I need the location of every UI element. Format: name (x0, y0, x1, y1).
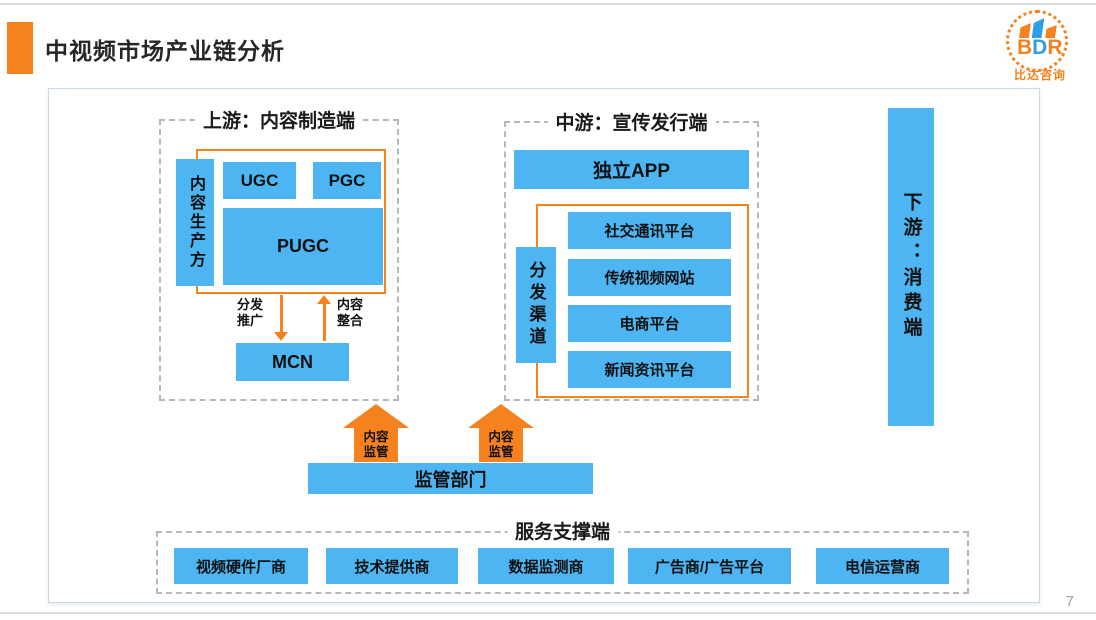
logo-dotted-ring (1006, 10, 1068, 72)
upstream-section: 上游：内容制造端 (159, 106, 399, 401)
ugc-box: UGC (223, 162, 296, 199)
downstream-box: 下游：消费端 (888, 108, 934, 426)
regulation-arrow-icon: 内容 监管 (468, 404, 534, 462)
page-number: 7 (1065, 593, 1074, 610)
service-item: 电信运营商 (816, 548, 949, 584)
channel-item: 传统视频网站 (568, 259, 731, 296)
flow-label-distribution: 分发 推广 (237, 297, 264, 329)
title-accent-bar (7, 22, 33, 74)
slide-top-rule (0, 3, 1096, 5)
service-item: 广告商/广告平台 (628, 548, 791, 584)
pgc-box: PGC (313, 162, 381, 199)
content-producer-box: 内容生产方 (176, 159, 214, 286)
service-section: 服务支撑端 (156, 517, 969, 594)
regulation-arrow-icon: 内容 监管 (343, 404, 409, 462)
regulator-box: 监管部门 (308, 463, 593, 494)
independent-app-box: 独立APP (514, 150, 749, 189)
bdr-logo: BDR 比达咨询 (998, 6, 1088, 86)
service-item: 技术提供商 (326, 548, 458, 584)
service-title: 服务支撑端 (506, 517, 619, 544)
service-item: 数据监测商 (478, 548, 614, 584)
distribution-arrow-down-icon (274, 295, 288, 341)
regulation-arrow-label: 内容 监管 (354, 428, 398, 462)
channel-item: 电商平台 (568, 305, 731, 342)
channel-item: 社交通讯平台 (568, 212, 731, 249)
mcn-box: MCN (236, 343, 349, 381)
integration-arrow-up-icon (317, 295, 331, 341)
slide-bottom-rule (0, 612, 1096, 614)
channel-item: 新闻资讯平台 (568, 351, 731, 388)
midstream-title: 中游：宣传发行端 (547, 108, 716, 135)
upstream-title: 上游：内容制造端 (194, 106, 364, 133)
logo-subtitle: 比达咨询 (1014, 68, 1067, 82)
distribution-channel-box: 分发渠道 (516, 247, 556, 363)
logo-wordmark: BDR (1017, 36, 1063, 59)
diagram-card: 上游：内容制造端 内容生产方 UGC PGC PUGC 分发 推广 内容 整合 … (48, 88, 1040, 603)
midstream-section: 中游：宣传发行端 (504, 108, 759, 401)
page-title: 中视频市场产业链分析 (45, 38, 285, 64)
logo-bars-icon (1020, 18, 1056, 38)
regulation-arrow-label: 内容 监管 (479, 428, 523, 462)
service-item: 视频硬件厂商 (174, 548, 308, 584)
flow-label-integration: 内容 整合 (337, 297, 364, 329)
pugc-box: PUGC (223, 208, 383, 285)
